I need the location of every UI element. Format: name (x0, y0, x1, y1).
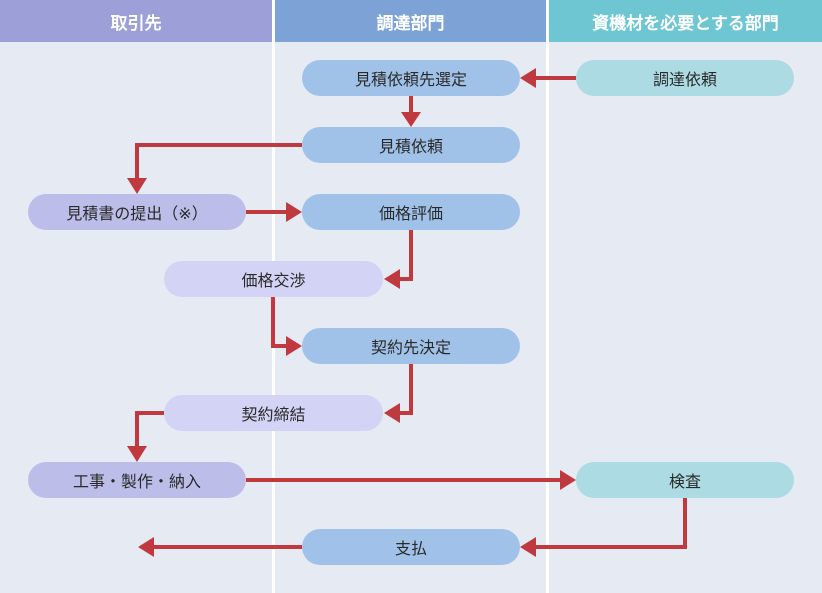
lane-header-requester: 資機材を必要とする部門 (549, 0, 822, 42)
node-submit-quote: 見積書の提出（※） (28, 194, 246, 230)
node-construction-delivery: 工事・製作・納入 (28, 462, 246, 498)
node-payment: 支払 (302, 529, 520, 565)
node-procurement-request: 調達依頼 (576, 60, 794, 96)
lane-header-vendor: 取引先 (0, 0, 272, 42)
node-price-evaluation: 価格評価 (302, 194, 520, 230)
node-contract-signing: 契約締結 (164, 395, 383, 431)
node-price-negotiation: 価格交渉 (164, 261, 383, 297)
node-quote-request: 見積依頼 (302, 127, 520, 163)
node-select-vendor: 見積依頼先選定 (302, 60, 520, 96)
node-inspection: 検査 (576, 462, 794, 498)
lane-header-procurement: 調達部門 (275, 0, 546, 42)
node-contractor-decision: 契約先決定 (302, 328, 520, 364)
